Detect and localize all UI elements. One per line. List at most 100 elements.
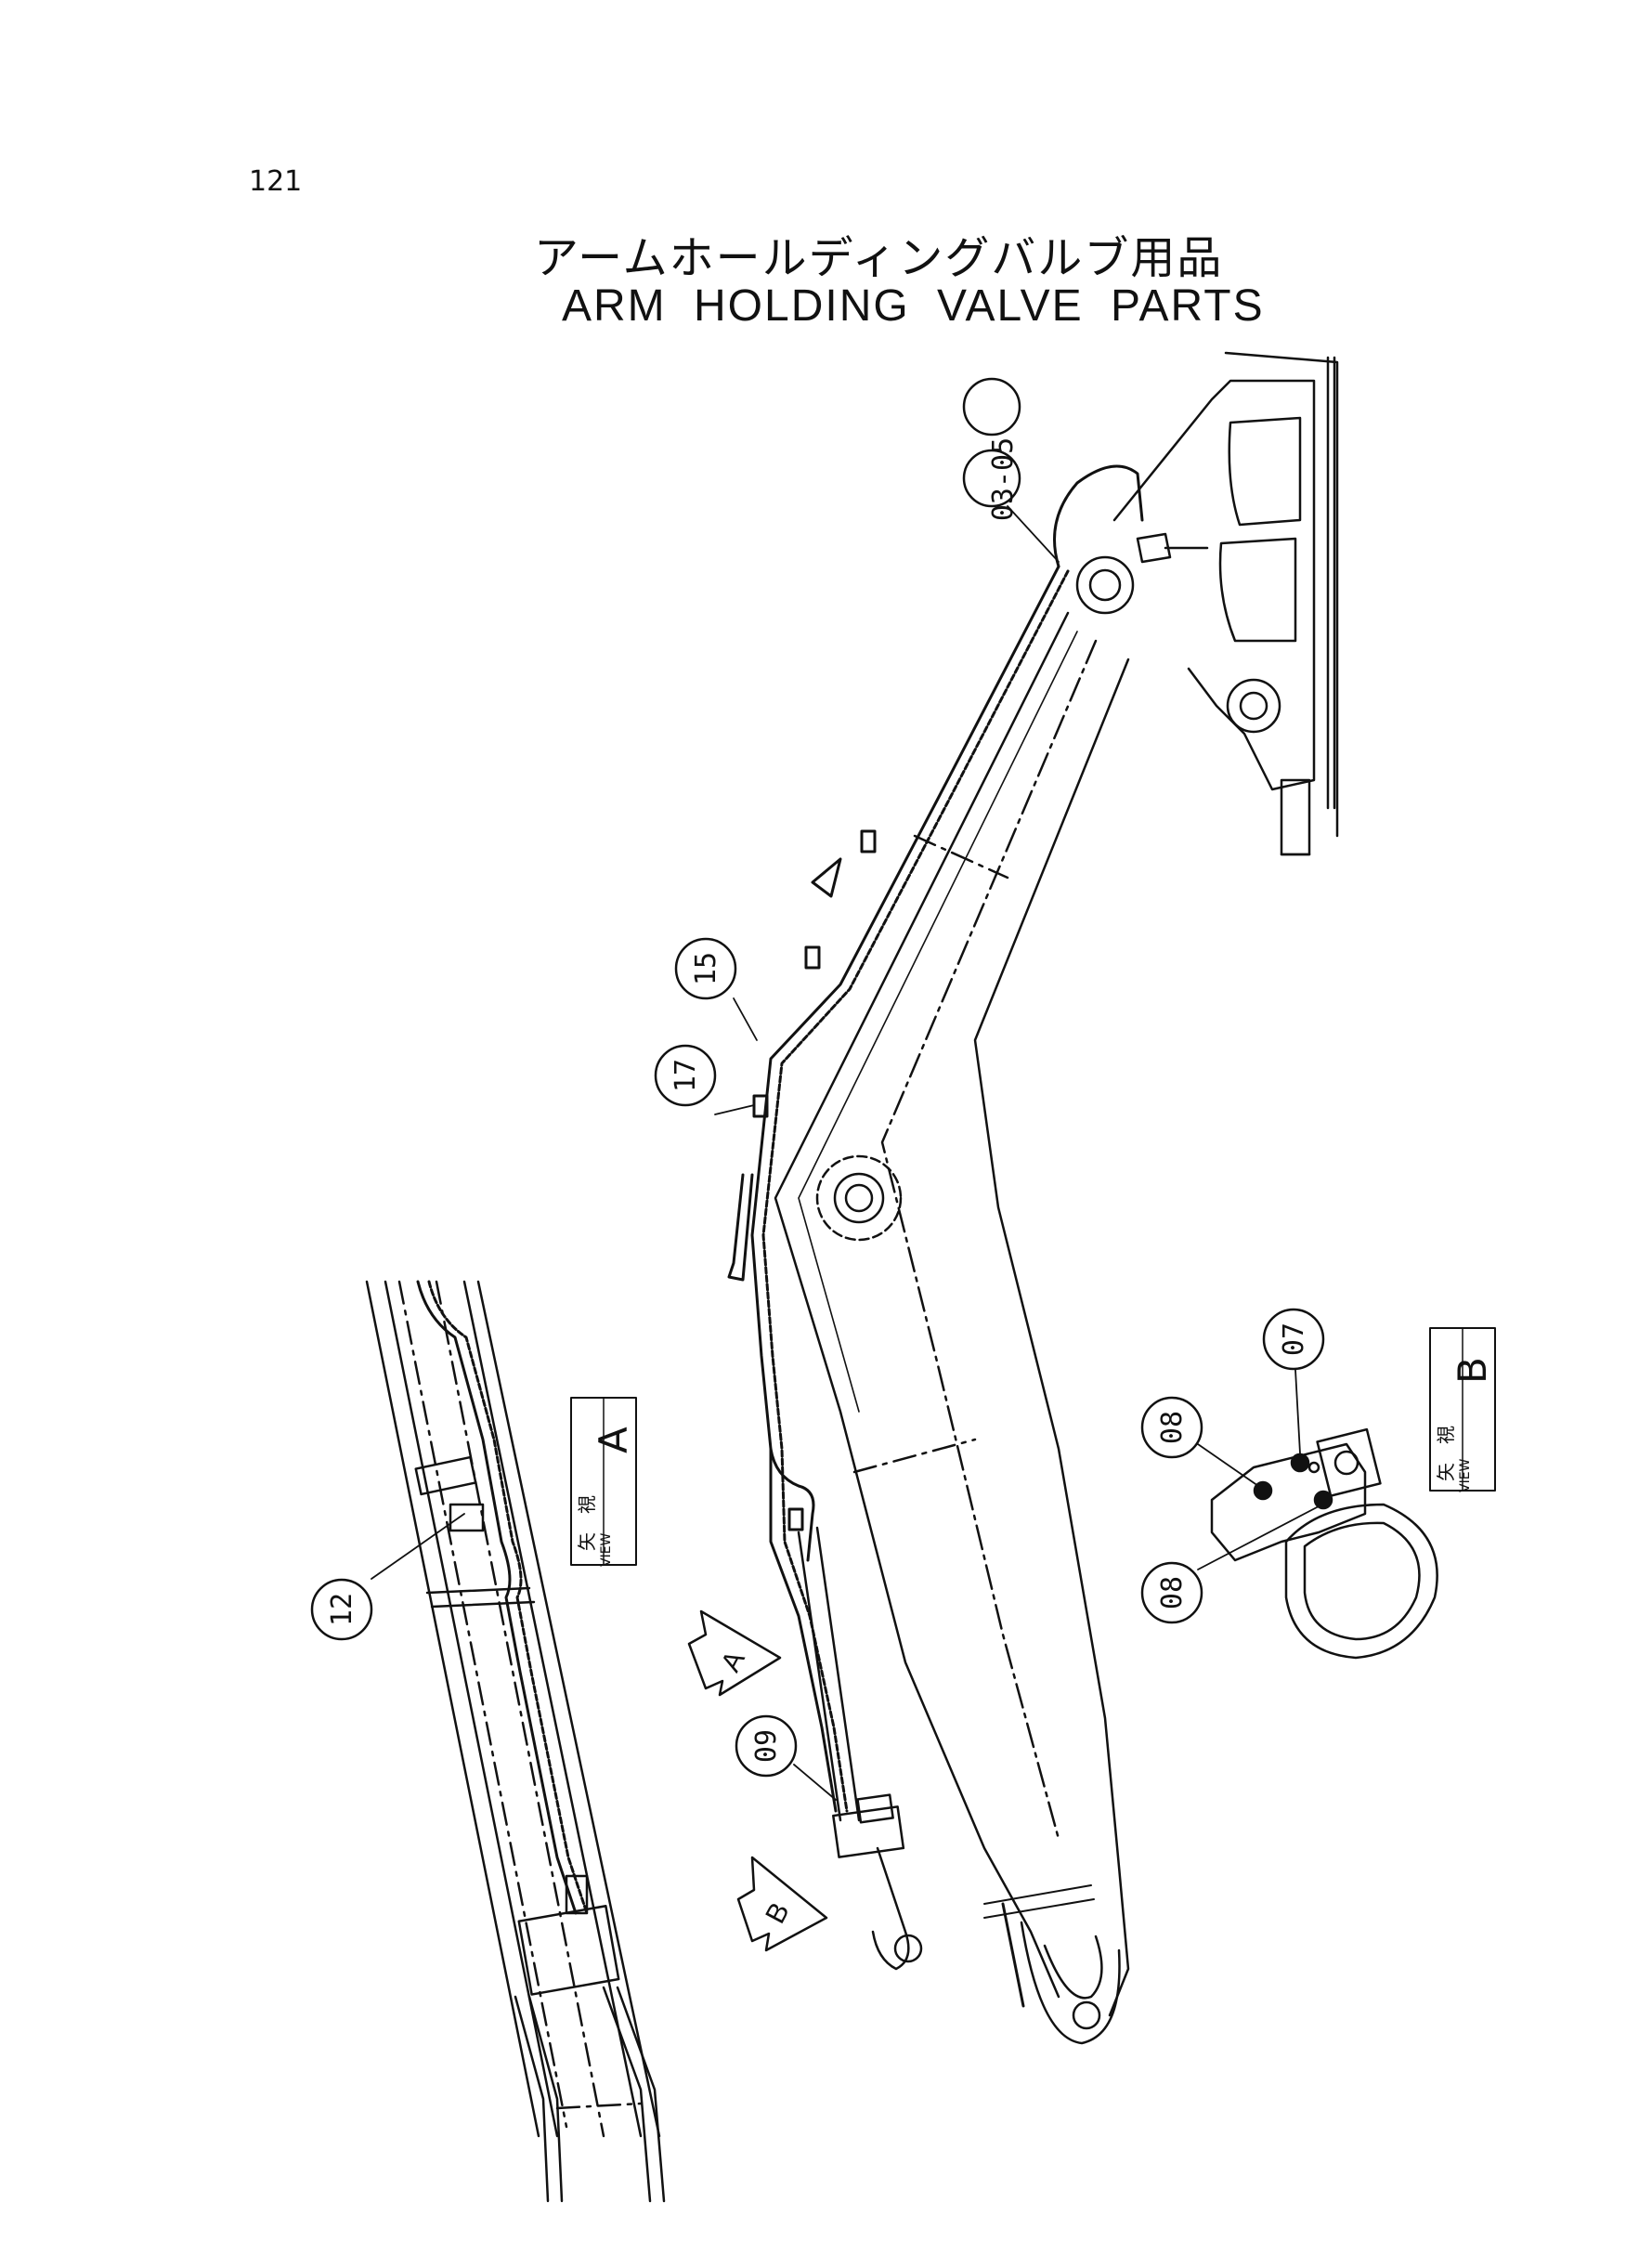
page-title-japanese: アームホールディングバルブ用品 bbox=[534, 232, 1224, 284]
detail-a-bracket bbox=[414, 1455, 477, 1496]
detail-a-rod-left bbox=[514, 1995, 550, 2203]
arm-section-line-2 bbox=[852, 1438, 977, 1474]
detail-a-band-2 bbox=[430, 1600, 536, 1609]
boom-lower-pivot-outer bbox=[1226, 678, 1281, 734]
arm-tip-inner bbox=[1043, 1935, 1103, 2000]
view-arrow-a[interactable]: A bbox=[687, 1609, 782, 1697]
view-a-label-box: 矢 視 VIEW A bbox=[570, 1397, 637, 1567]
view-arrow-b[interactable]: B bbox=[736, 1856, 828, 1952]
cylinder-rod bbox=[797, 1531, 842, 1822]
valve-assembly bbox=[797, 1526, 923, 1971]
detail-a-line-3 bbox=[397, 1280, 568, 2129]
view-a-kanji-1: 矢 bbox=[576, 1532, 598, 1551]
view-b-label-box: 矢 視 VIEW B bbox=[1429, 1327, 1496, 1492]
view-b-ring-outer bbox=[1284, 1503, 1438, 1660]
hose-loop bbox=[769, 1447, 815, 1562]
boom-pivot-inner bbox=[1088, 568, 1122, 602]
valve-body bbox=[832, 1805, 905, 1858]
callout-07-label: 07 bbox=[1278, 1322, 1310, 1356]
callout-08-upper[interactable]: 08 bbox=[1140, 1396, 1259, 1487]
hose-clamp-4 bbox=[787, 1507, 804, 1531]
arm-outline-right bbox=[973, 658, 1130, 2017]
boom-cylinder-rod bbox=[1280, 778, 1311, 856]
hose-clamp-3 bbox=[752, 1094, 769, 1118]
callout-07-circle bbox=[1262, 1308, 1325, 1371]
view-b-ring-inner bbox=[1303, 1521, 1421, 1641]
boom-pivot-outer bbox=[1075, 555, 1135, 615]
detail-a-rod-left-2 bbox=[527, 1995, 564, 2203]
view-b-port bbox=[1333, 1450, 1359, 1476]
cylinder-clevis bbox=[871, 1846, 910, 1971]
view-b-kanji-1: 矢 bbox=[1435, 1463, 1457, 1481]
arm-tip-rod bbox=[1001, 1902, 1025, 2008]
view-b-bolt-08b bbox=[1313, 1490, 1333, 1510]
callout-09-label: 09 bbox=[750, 1729, 783, 1763]
arm-inner-line-2 bbox=[798, 631, 1078, 1413]
callout-12-leader bbox=[371, 1513, 465, 1580]
view-b-bolt-07 bbox=[1290, 1453, 1310, 1473]
callout-03-05-circle-top bbox=[962, 377, 1021, 436]
callout-03-05-circle-bottom bbox=[962, 449, 1021, 508]
view-arrow-a-shape bbox=[687, 1609, 782, 1697]
view-b-detail bbox=[1210, 1427, 1438, 1660]
callout-03-05-leader bbox=[1007, 505, 1060, 563]
view-b-kanji-2: 視 bbox=[1435, 1426, 1457, 1444]
view-a-letter: A bbox=[591, 1427, 636, 1453]
callout-03-05[interactable]: 03-05 bbox=[962, 377, 1060, 563]
view-b-letter: B bbox=[1450, 1357, 1495, 1384]
callout-17-circle bbox=[654, 1044, 717, 1107]
view-a-detail bbox=[365, 1280, 666, 2203]
hose-path-main-2 bbox=[761, 569, 1070, 1813]
detail-a-cylinder-head bbox=[517, 1905, 620, 1996]
callout-09-leader bbox=[793, 1764, 837, 1801]
callout-17-label: 17 bbox=[670, 1059, 702, 1092]
detail-a-fitting-1 bbox=[565, 1874, 589, 1915]
detail-a-hose bbox=[416, 1280, 578, 1915]
side-rod bbox=[727, 1173, 754, 1282]
arm-tip-pin bbox=[1072, 2000, 1101, 2030]
callout-12-circle bbox=[310, 1578, 373, 1641]
valve-block bbox=[856, 1793, 894, 1824]
arm-section-line-1 bbox=[913, 834, 1009, 879]
boom-window-1 bbox=[1228, 416, 1302, 527]
hose-clamp-2 bbox=[804, 945, 821, 970]
callout-12[interactable]: 12 bbox=[310, 1513, 465, 1641]
page-title-english: ARM HOLDING VALVE PARTS bbox=[562, 281, 1265, 331]
callout-15[interactable]: 15 bbox=[674, 937, 758, 1041]
callout-07[interactable]: 07 bbox=[1262, 1308, 1325, 1454]
arm-section-line-3b bbox=[983, 1898, 1095, 1919]
callout-03-05-label: 03-05 bbox=[987, 437, 1020, 521]
boom-plate bbox=[1112, 379, 1316, 791]
view-b-valve-body bbox=[1210, 1442, 1367, 1562]
callout-08-lower-circle bbox=[1140, 1561, 1203, 1624]
callout-09[interactable]: 09 bbox=[735, 1714, 837, 1801]
callout-15-leader bbox=[733, 997, 758, 1041]
detail-a-rod-right bbox=[602, 1986, 652, 2203]
hose-line bbox=[727, 464, 1144, 1813]
detail-a-line-4 bbox=[435, 1280, 605, 2138]
detail-a-line-2 bbox=[384, 1280, 559, 2138]
hose-path-main bbox=[750, 565, 1060, 1813]
boom-window-2 bbox=[1218, 537, 1297, 643]
arm-section-line-3 bbox=[983, 1884, 1092, 1905]
boom-end bbox=[1075, 351, 1339, 856]
cylinder-rod-2 bbox=[815, 1526, 861, 1822]
callout-08-upper-circle bbox=[1140, 1396, 1203, 1459]
arm-inner-line bbox=[880, 639, 1098, 1841]
arm-boss-outer bbox=[815, 1154, 903, 1242]
page-number: 121 bbox=[249, 165, 303, 198]
callout-08-lower[interactable]: 08 bbox=[1140, 1505, 1320, 1624]
hose-bracket bbox=[811, 857, 842, 898]
main-arm bbox=[774, 611, 1130, 2045]
arm-boss-middle bbox=[833, 1172, 885, 1224]
callout-17-leader bbox=[714, 1104, 755, 1115]
view-a-view-word: VIEW bbox=[599, 1532, 614, 1567]
hose-clamp-1 bbox=[860, 829, 877, 853]
detail-a-band-1 bbox=[425, 1586, 531, 1595]
detail-a-cross bbox=[555, 2102, 643, 2110]
view-b-valve-block bbox=[1316, 1427, 1382, 1497]
callout-17[interactable]: 17 bbox=[654, 1044, 755, 1115]
boom-outline-top bbox=[1224, 351, 1339, 838]
detail-a-hose-2 bbox=[427, 1280, 589, 1915]
